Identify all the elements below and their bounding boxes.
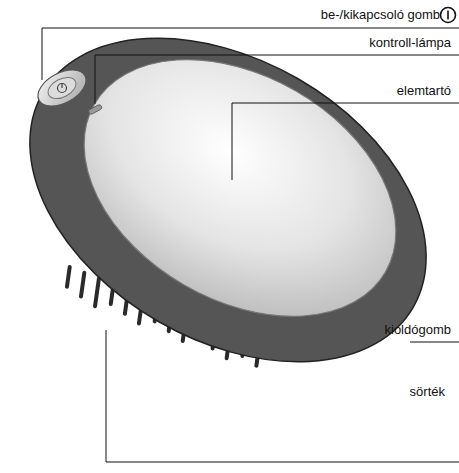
power-icon xyxy=(61,84,62,88)
bristle xyxy=(65,265,72,289)
brush-body xyxy=(0,0,459,428)
part-label: elemtartó xyxy=(397,83,451,99)
leader-lines xyxy=(42,28,459,462)
power-button-face xyxy=(45,73,80,103)
power-button xyxy=(32,63,92,114)
part-label: kontroll-lámpa xyxy=(369,35,451,51)
power-symbol xyxy=(441,8,456,23)
part-label: sörték xyxy=(410,384,445,400)
bristle xyxy=(79,271,87,299)
part-label: kioldógomb xyxy=(385,322,452,338)
battery-cover xyxy=(39,7,442,369)
control-lamp xyxy=(88,104,103,115)
power-icon xyxy=(58,84,67,93)
part-label: be-/kikapcsoló gomb xyxy=(321,7,440,23)
bristle xyxy=(93,276,101,308)
